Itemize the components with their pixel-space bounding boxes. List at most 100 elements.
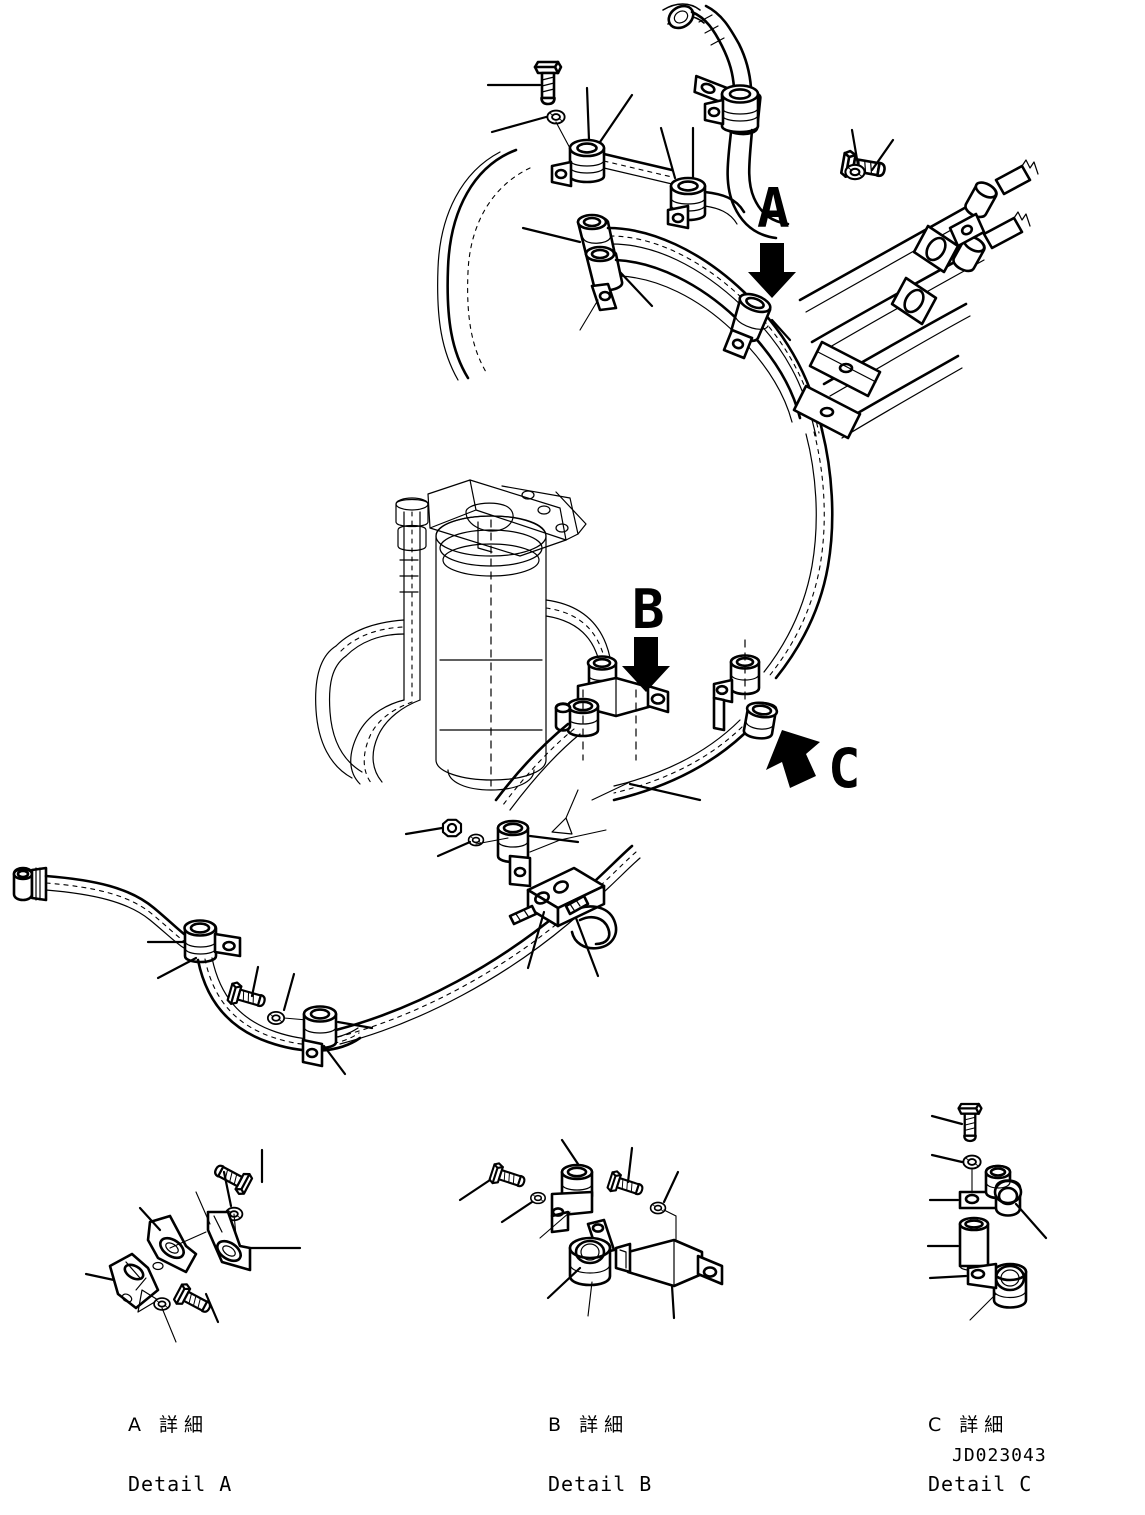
hose-clamp-midleft bbox=[550, 138, 606, 188]
hose-clamp-lower-middle bbox=[301, 1005, 338, 1068]
leader-line bbox=[560, 1138, 580, 1166]
hose-loop-left bbox=[437, 148, 531, 381]
detail-caption-b-en: Detail B bbox=[548, 1472, 653, 1497]
upper-hose-assembly bbox=[437, 3, 1039, 440]
leader-line bbox=[156, 956, 198, 980]
leader-line bbox=[138, 1206, 162, 1232]
callout-arrow-c bbox=[766, 730, 820, 788]
detail-c-clamp-upper bbox=[984, 1164, 1023, 1217]
leader-line bbox=[870, 138, 895, 172]
filter-head bbox=[427, 479, 587, 557]
tube-horizontal-upper bbox=[602, 152, 674, 185]
leader-line bbox=[169, 1231, 207, 1249]
flexible-hose-top bbox=[662, 3, 753, 90]
leader-line bbox=[521, 226, 582, 244]
rail-cross-brace bbox=[808, 340, 882, 398]
double-hose-clamp bbox=[576, 213, 624, 312]
leader-line bbox=[626, 1146, 634, 1184]
detail-a-clamp-right bbox=[206, 1210, 252, 1272]
detail-c-clamp-lower bbox=[966, 1262, 1028, 1309]
callout-arrow-a bbox=[748, 243, 796, 298]
detail-a-arrow-mark bbox=[137, 1289, 159, 1313]
leader-line bbox=[969, 1293, 997, 1321]
leader-line bbox=[770, 318, 792, 342]
leader-line bbox=[579, 299, 599, 331]
detail-b-clamp-lower bbox=[568, 1236, 612, 1287]
detail-caption-c: C 詳細 Detail C bbox=[928, 1378, 1032, 1515]
rail-fitting-1 bbox=[964, 159, 1039, 219]
leader-line bbox=[204, 1292, 220, 1324]
detail-caption-c-en: Detail C bbox=[928, 1472, 1033, 1497]
filter-canister bbox=[435, 515, 547, 791]
tube-to-rail bbox=[703, 190, 746, 225]
detail-b-washer-2 bbox=[649, 1201, 667, 1215]
leader-line bbox=[587, 1281, 593, 1317]
hose-clamp-top-right-body bbox=[703, 84, 760, 134]
leader-line bbox=[526, 910, 546, 970]
leader-line bbox=[322, 1044, 347, 1076]
leader-line bbox=[628, 782, 702, 802]
leader-line bbox=[930, 1114, 964, 1126]
hose-clamp-lower-left bbox=[183, 919, 242, 964]
leader-line bbox=[135, 1277, 147, 1291]
hose-end-fitting bbox=[12, 866, 48, 902]
detail-caption-c-jp: C 詳細 bbox=[928, 1413, 1010, 1436]
detail-a-clamp-left bbox=[108, 1252, 160, 1310]
flat-washer-upper-right bbox=[844, 163, 866, 181]
leader-line bbox=[928, 1274, 968, 1280]
leader-line bbox=[282, 972, 296, 1012]
leader-line bbox=[659, 126, 677, 180]
detail-c-washer bbox=[962, 1154, 982, 1170]
leader-line bbox=[404, 826, 444, 836]
hose-upper-right-b bbox=[747, 128, 790, 226]
flat-washer-lower-left bbox=[266, 1010, 286, 1026]
fuel-filter-assembly bbox=[315, 428, 834, 811]
leader-line bbox=[539, 1211, 571, 1239]
u-bolt-clamp-assembly bbox=[404, 781, 702, 978]
hose-clamp-c bbox=[712, 639, 779, 740]
leader-line bbox=[528, 834, 580, 844]
callout-letter-a: A bbox=[757, 177, 790, 240]
detail-caption-a-en: Detail A bbox=[128, 1472, 233, 1497]
leader-line bbox=[475, 837, 509, 845]
leader-line bbox=[591, 781, 631, 801]
leader-line bbox=[250, 965, 260, 998]
detail-caption-a: A 詳細 Detail A bbox=[128, 1378, 232, 1515]
callout-letter-c: C bbox=[828, 737, 861, 800]
leader-line bbox=[500, 1200, 534, 1224]
leader-line bbox=[574, 916, 600, 978]
detail-caption-b: B 詳細 Detail B bbox=[548, 1378, 652, 1515]
drawing-number: JD023043 bbox=[952, 1445, 1047, 1466]
leader-line bbox=[490, 115, 548, 134]
rail-mounting-tab bbox=[948, 212, 986, 248]
leader-line bbox=[529, 829, 607, 853]
leader-line bbox=[458, 1178, 492, 1202]
leader-line bbox=[84, 1272, 116, 1282]
callout-letter-b: B bbox=[632, 578, 665, 641]
filter-inlet-pipe bbox=[315, 497, 429, 785]
leader-line bbox=[618, 270, 654, 308]
rail-clamp-block-1 bbox=[912, 224, 960, 274]
callout-arrow-b bbox=[622, 637, 670, 692]
detail-a-exploded-view bbox=[84, 1148, 302, 1343]
hose-upper-right bbox=[726, 130, 778, 240]
detail-b-mounting-bracket bbox=[614, 1238, 724, 1288]
leader-line bbox=[850, 128, 860, 167]
leader-line bbox=[436, 840, 472, 858]
hose-clamp-midright bbox=[666, 176, 707, 230]
detail-caption-b-jp: B 詳細 bbox=[548, 1413, 630, 1436]
leader-line bbox=[195, 1191, 211, 1225]
fuel-rail-manifold bbox=[792, 159, 1039, 440]
hose-clamp-under-a bbox=[722, 292, 772, 360]
detail-b-exploded-view bbox=[458, 1138, 724, 1320]
leader-line bbox=[598, 93, 634, 144]
leader-line bbox=[670, 1284, 676, 1320]
lower-hose-assembly bbox=[12, 781, 702, 1076]
hose-rail-to-lower bbox=[612, 428, 834, 802]
detail-caption-a-jp: A 詳細 bbox=[128, 1413, 210, 1436]
leader-line bbox=[222, 1170, 233, 1208]
rail-cross-brace-2 bbox=[792, 384, 862, 440]
detail-c-spacer-sleeve bbox=[958, 1216, 990, 1272]
filter-mount-bracket-b bbox=[554, 655, 670, 761]
